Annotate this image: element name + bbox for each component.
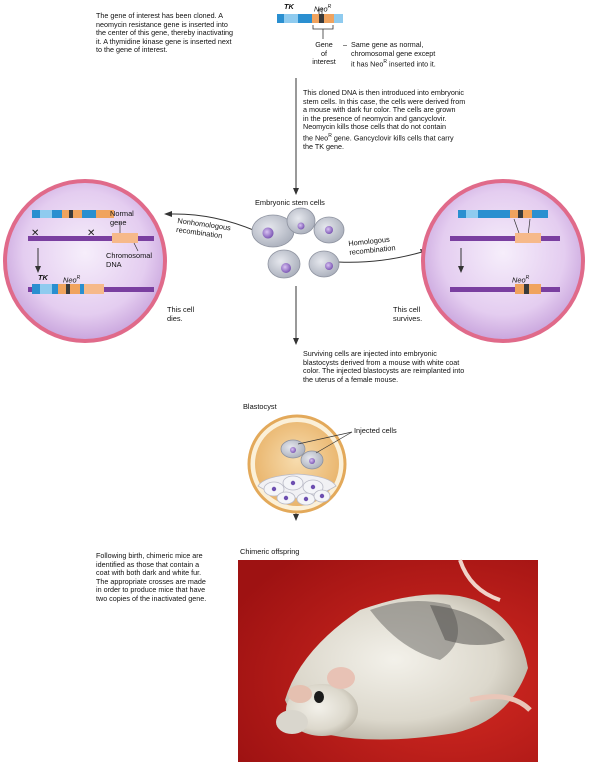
neo-sup: R — [328, 132, 332, 139]
gene-label-line: of — [321, 48, 327, 58]
intro-line: neomycin resistance gene is inserted int… — [96, 19, 228, 29]
label-line: Chromosomal — [106, 251, 153, 260]
step-line: two copies of the inactivated gene. — [96, 593, 207, 603]
tk-label: TK — [284, 2, 294, 11]
gene-label-line: interest — [312, 57, 336, 67]
normal-gene-label: Normal gene — [110, 209, 134, 227]
label-line: This cell — [167, 305, 195, 314]
intro-line: The gene of interest has been cloned. A — [96, 11, 224, 20]
right-cell — [421, 179, 585, 343]
label-line: DNA — [106, 259, 122, 269]
intro-text: The gene of interest has been cloned. A … — [96, 11, 276, 55]
step-line: the uterus of a female mouse. — [303, 374, 399, 384]
step-line: coat with both dark and white fur. — [96, 568, 202, 578]
step-line: a mouse with dark fur color. The cells a… — [303, 105, 456, 115]
left-tk-label: TK — [38, 273, 48, 282]
svg-text:✕: ✕ — [31, 228, 39, 239]
intro-line: to the gene of interest. — [96, 45, 168, 55]
neo-sup: R — [525, 275, 530, 281]
dna-construct — [277, 8, 343, 39]
chimeric-mouse-photo — [238, 559, 538, 762]
construct-description: Same gene as normal, chromosomal gene ex… — [351, 40, 471, 69]
neo-text: Neo — [63, 275, 77, 285]
step-line: the NeoR gene. Gancyclovir kills cells t… — [303, 132, 503, 143]
left-cell: ✕ ✕ — [3, 179, 167, 343]
description-line: it has NeoR inserted into it. — [351, 58, 471, 69]
step-line: the TK gene. — [303, 141, 345, 151]
neo-text: Neo — [512, 275, 526, 285]
step-text: the Neo — [303, 133, 329, 143]
label-line: survives. — [393, 313, 423, 323]
neo-sup: R — [327, 4, 332, 10]
description-text: inserted into it. — [389, 59, 436, 69]
label-line: gene — [110, 217, 127, 227]
gene-label-line: Gene — [315, 40, 333, 49]
chimeric-offspring-label: Chimeric offspring — [240, 547, 300, 556]
step-line: Neomycin kills those cells that do not c… — [303, 122, 447, 132]
step-line: The appropriate crosses are made — [96, 576, 206, 586]
injected-cells-label: Injected cells — [354, 426, 397, 435]
step-line: stem cells. In this case, the cells were… — [303, 96, 466, 106]
step-line: in the presence of neomycin and gancyclo… — [303, 113, 447, 123]
description-line: Same gene as normal, — [351, 40, 424, 49]
left-neo-label: NeoR — [63, 274, 80, 285]
blastocyst-label: Blastocyst — [243, 402, 277, 411]
right-neo-label: NeoR — [512, 274, 529, 285]
step-text: gene. Gancyclovir kills cells that carry — [333, 133, 454, 143]
neo-label: NeoR — [314, 3, 331, 14]
step-line: in order to produce mice that have — [96, 585, 206, 595]
es-cell-step-text: This cloned DNA is then introduced into … — [303, 88, 503, 152]
cell-dies-label: This cell dies. — [167, 305, 195, 323]
step-line: Following birth, chimeric mice are — [96, 551, 203, 560]
step-line: This cloned DNA is then introduced into … — [303, 88, 465, 97]
cell-survives-label: This cell survives. — [393, 305, 423, 323]
neo-text: Neo — [314, 4, 328, 14]
blastocyst — [247, 414, 353, 514]
step-line: identified as those that contain a — [96, 559, 200, 569]
intro-line: the center of this gene, thereby inactiv… — [96, 28, 234, 38]
step-line: blastocysts derived from a mouse with wh… — [303, 357, 460, 367]
neo-sup: R — [76, 275, 81, 281]
label-line: This cell — [393, 305, 421, 314]
label-line: dies. — [167, 313, 183, 323]
blastocyst-step-text: Surviving cells are injected into embryo… — [303, 349, 503, 384]
embryonic-stem-cells — [251, 207, 345, 279]
chromosomal-dna-label: Chromosomal DNA — [106, 251, 153, 269]
description-text: it has Neo — [351, 59, 384, 69]
construct-dash: – — [343, 40, 347, 49]
final-step-text: Following birth, chimeric mice are ident… — [96, 551, 236, 604]
step-line: color. The injected blastocysts are reim… — [303, 366, 465, 376]
gene-of-interest-label: Gene of interest — [309, 40, 339, 67]
label-line: Normal — [110, 209, 134, 218]
svg-text:✕: ✕ — [87, 228, 95, 239]
description-line: chromosomal gene except — [351, 48, 436, 58]
neo-sup: R — [383, 59, 387, 66]
step-line: Surviving cells are injected into embryo… — [303, 349, 437, 358]
embryonic-stem-cells-label: Embryonic stem cells — [255, 198, 325, 207]
intro-line: it. A thymidine kinase gene is inserted … — [96, 36, 232, 46]
